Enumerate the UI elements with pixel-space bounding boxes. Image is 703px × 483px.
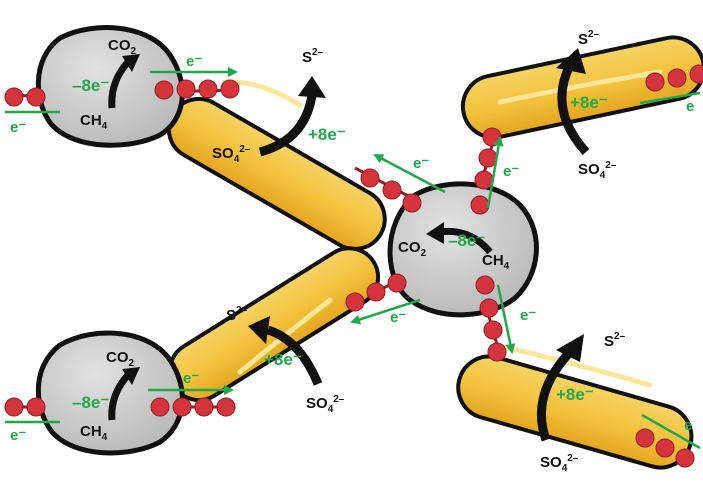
sulfide-label: S2– bbox=[578, 29, 600, 48]
electron-label: e⁻ bbox=[10, 427, 26, 444]
arrowhead bbox=[298, 76, 326, 98]
electron-bead bbox=[474, 170, 494, 190]
electron-bead bbox=[172, 397, 192, 417]
electron-label: e⁻ bbox=[503, 163, 519, 180]
electron-bead bbox=[216, 397, 236, 417]
bacteria-electrons-label: +8e⁻ bbox=[556, 385, 594, 404]
electron-bead bbox=[387, 273, 407, 293]
electron-arrow bbox=[350, 298, 421, 325]
oxidation-arrow bbox=[439, 227, 493, 255]
archaea-electrons-label: –8e⁻ bbox=[448, 231, 485, 250]
bacteria-electrons-label: +8e⁻ bbox=[570, 93, 608, 112]
electron-bead bbox=[150, 397, 170, 417]
reaction-arrows bbox=[108, 48, 590, 442]
electron-label: e⁻ bbox=[520, 307, 536, 324]
electron-beads bbox=[4, 64, 703, 468]
electron-arrow bbox=[496, 284, 516, 354]
ch4-label: CH4 bbox=[80, 112, 108, 132]
cell-body bbox=[387, 181, 539, 318]
electron-bead bbox=[470, 195, 490, 215]
labels: CO2 CH4 –8e⁻ e⁻ e⁻ CO2 CH4 –8e⁻ e⁻ e⁻ CO… bbox=[10, 29, 694, 474]
electron-label-partial: e bbox=[686, 98, 694, 115]
arrowhead bbox=[122, 367, 140, 385]
sulfide-label: S2– bbox=[604, 331, 626, 350]
co2-label: CO2 bbox=[398, 239, 427, 259]
electron-arrow bbox=[486, 136, 504, 209]
electron-bead bbox=[475, 275, 495, 295]
electron-arrow bbox=[639, 91, 701, 105]
electron-bead bbox=[26, 87, 46, 107]
electron-bead bbox=[176, 79, 196, 99]
electron-bead bbox=[487, 342, 507, 362]
electron-label: e⁻ bbox=[390, 309, 406, 326]
archaea-electrons-label: –8e⁻ bbox=[72, 76, 109, 95]
arrowhead bbox=[426, 222, 444, 244]
reduction-arrow bbox=[266, 325, 323, 386]
sulfate-label: SO42– bbox=[306, 394, 345, 415]
electron-bead bbox=[194, 397, 214, 417]
sulfide-label: S2– bbox=[226, 305, 248, 324]
electron-bead bbox=[635, 428, 655, 448]
ch4-label: CH4 bbox=[482, 252, 510, 272]
archaeon-center bbox=[387, 181, 539, 318]
electron-bead bbox=[26, 397, 46, 417]
electron-arrow bbox=[641, 413, 701, 450]
arrowhead bbox=[556, 48, 586, 74]
electron-bead bbox=[655, 438, 675, 458]
electron-bead bbox=[198, 79, 218, 99]
bacteria-electrons-label: +8e⁻ bbox=[308, 125, 346, 144]
electron-bead bbox=[220, 79, 240, 99]
oxidation-arrow bbox=[108, 59, 131, 109]
bacteria-electrons-label: +8e⁻ bbox=[264, 350, 302, 369]
electron-bead bbox=[4, 397, 24, 417]
arrowhead bbox=[248, 316, 270, 344]
arrowhead bbox=[122, 54, 140, 72]
electron-bead bbox=[645, 72, 665, 92]
electron-bead bbox=[402, 193, 422, 213]
archaea-electrons-label: –8e⁻ bbox=[72, 393, 109, 412]
electron-bead bbox=[154, 80, 174, 100]
electron-arrow bbox=[373, 153, 446, 194]
rod-body bbox=[456, 354, 694, 470]
electron-label: e⁻ bbox=[186, 53, 202, 70]
rod-body bbox=[166, 96, 387, 251]
co2-label: CO2 bbox=[106, 349, 135, 369]
arrowhead bbox=[556, 334, 584, 362]
electron-label: e⁻ bbox=[10, 119, 26, 136]
oxidation-arrow bbox=[108, 372, 131, 421]
bacterium-top-right bbox=[460, 35, 703, 140]
electron-bead bbox=[667, 68, 687, 88]
reduction-arrow bbox=[258, 94, 317, 157]
sulfide-label: S2– bbox=[302, 47, 324, 66]
electron-bead bbox=[366, 282, 386, 302]
sulfate-label: SO42– bbox=[540, 453, 579, 474]
sulfate-label: SO42– bbox=[212, 144, 251, 165]
sulfate-label: SO42– bbox=[578, 160, 617, 181]
electron-bead bbox=[382, 180, 402, 200]
ch4-label: CH4 bbox=[80, 423, 108, 443]
electron-bead bbox=[345, 292, 365, 312]
rod-highlight bbox=[497, 69, 663, 105]
electron-bead bbox=[483, 320, 503, 340]
reduction-arrow bbox=[557, 63, 590, 156]
co2-label: CO2 bbox=[108, 37, 137, 57]
electron-label: e⁻ bbox=[183, 370, 199, 387]
reduction-arrow bbox=[536, 348, 574, 442]
electron-bead bbox=[360, 168, 380, 188]
electron-bead bbox=[479, 298, 499, 318]
electron-label: e⁻ bbox=[413, 155, 429, 172]
electron-bead bbox=[689, 64, 703, 84]
electron-label-partial: e bbox=[684, 417, 692, 434]
electron-bead bbox=[4, 87, 24, 107]
electron-flow-arrows bbox=[5, 67, 701, 450]
electron-bead bbox=[675, 448, 695, 468]
